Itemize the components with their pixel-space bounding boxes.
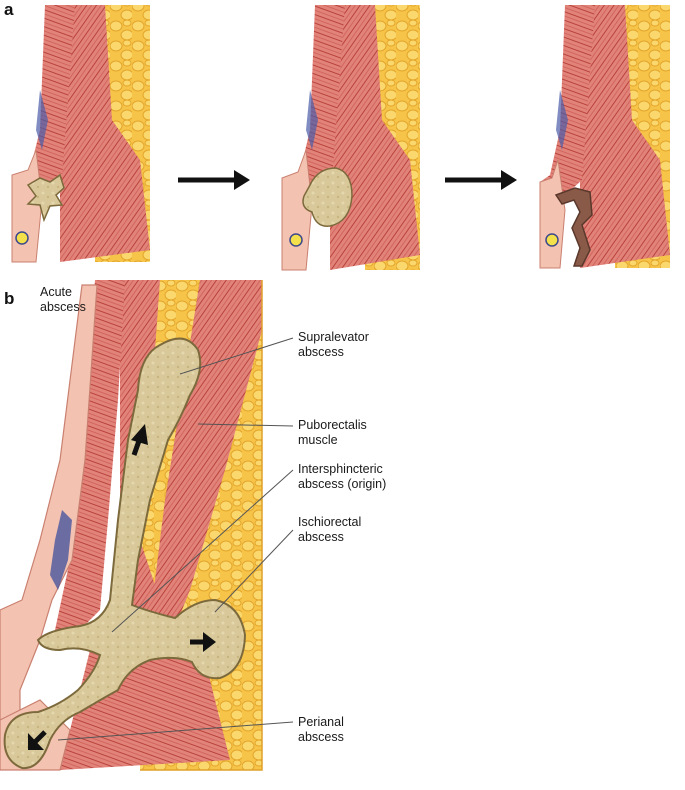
panel-a-diagram-2 [281,5,420,271]
acute-abscess-title: Acute abscess [40,285,86,314]
arrow-lateral [190,632,216,652]
abscess-cavity [3,337,247,770]
panel-label-b: b [4,289,15,308]
panel-a-arrow-2 [445,170,517,190]
arrow-downward [28,730,47,750]
label-ischiorectal-abscess: Ischiorectal abscess [298,515,362,544]
label-supralevator-abscess: Supralevator abscess [298,330,369,359]
panel-a-arrow-1 [178,170,250,190]
panel-a-diagram-1 [11,5,150,263]
label-intersphincteric-abscess: Intersphincteric abscess (origin) [298,462,387,491]
panel-b-diagram [0,280,263,771]
label-puborectalis-muscle: Puborectalis muscle [298,418,367,447]
panel-label-a: a [4,0,14,19]
arrow-upward [131,424,148,456]
label-perianal-abscess: Perianal abscess [298,715,344,744]
leader-lines [57,337,294,741]
panel-a-diagram-3 [539,5,670,269]
